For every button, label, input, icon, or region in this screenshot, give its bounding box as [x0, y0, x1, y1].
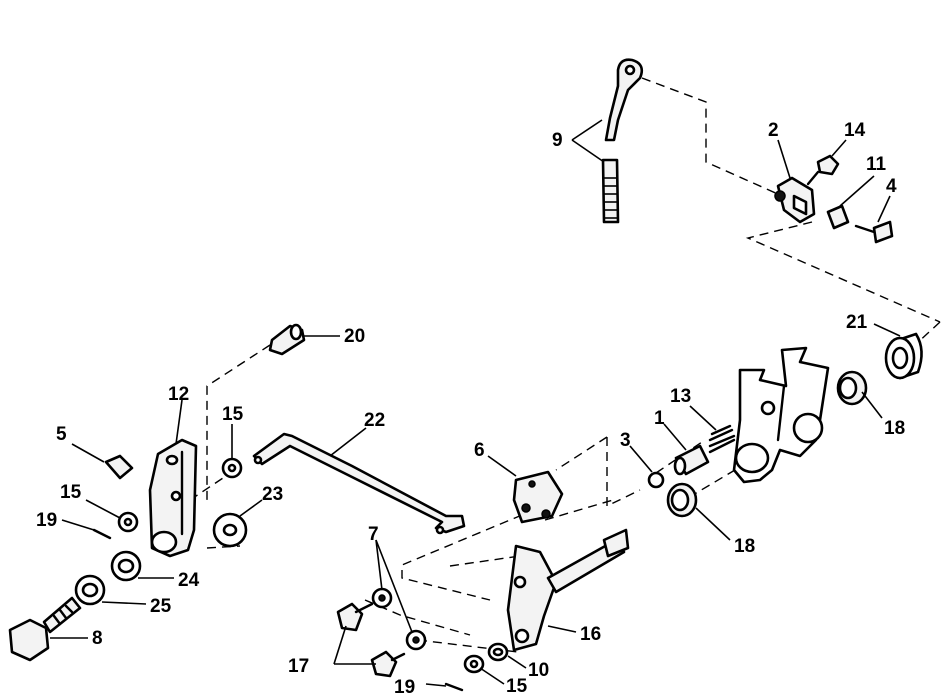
callout-15-bottom: 15 — [506, 676, 528, 695]
callout-22: 22 — [364, 410, 385, 431]
callout-17: 17 — [288, 656, 309, 677]
spring-part-13 — [708, 424, 736, 454]
washer-part-25 — [74, 574, 106, 606]
plunger-part-1 — [673, 444, 710, 476]
pin-part-19-bottom — [444, 682, 464, 692]
bolt-part-17-lower — [370, 650, 406, 678]
bracket-part-2 — [774, 176, 816, 224]
shift-lever-part-16 — [506, 528, 630, 652]
washer-part-10 — [487, 642, 509, 662]
callout-9: 9 — [552, 130, 563, 151]
callout-20: 20 — [344, 326, 365, 347]
washer-part-15-upper — [221, 457, 243, 479]
bushing-part-18-lower — [666, 482, 698, 518]
callout-6: 6 — [474, 440, 485, 461]
callout-23: 23 — [262, 484, 283, 505]
callout-15-left: 15 — [60, 482, 82, 503]
shift-rod-part-22 — [252, 432, 466, 535]
pin-part-20 — [268, 323, 306, 356]
callout-11: 11 — [866, 154, 887, 175]
screw-part-14 — [806, 154, 840, 186]
pin-part-19-left — [92, 528, 112, 540]
washer-part-15-bottom — [463, 654, 485, 674]
leader-lines — [50, 119, 901, 687]
callout-19-bottom: 19 — [394, 677, 415, 695]
lever-part-12 — [148, 438, 198, 558]
assembly-guide-lines — [189, 77, 941, 653]
callout-13: 13 — [670, 386, 691, 407]
callout-7: 7 — [368, 524, 379, 545]
callout-1: 1 — [654, 408, 665, 429]
callout-3: 3 — [620, 430, 631, 451]
bushing-part-21 — [884, 332, 923, 380]
ball-part-3 — [647, 471, 665, 489]
callout-25: 25 — [150, 596, 172, 617]
clip-part-11 — [826, 204, 850, 230]
callout-21: 21 — [846, 312, 868, 333]
callout-18-upper: 18 — [884, 418, 905, 439]
callout-12: 12 — [168, 384, 189, 405]
callout-4: 4 — [886, 176, 897, 197]
cam-block-part-6 — [512, 470, 564, 524]
washer-part-15-left — [117, 511, 139, 533]
washer-part-7-upper — [371, 587, 393, 609]
washer-part-24 — [110, 550, 142, 582]
washer-part-23 — [212, 512, 248, 548]
callout-18-lower: 18 — [734, 536, 755, 557]
callout-labels: 9 2 14 11 4 21 18 13 1 3 6 18 16 10 15 1… — [36, 120, 905, 695]
callout-16: 16 — [580, 624, 601, 645]
clip-part-5 — [104, 454, 134, 480]
washer-part-7-lower — [405, 629, 427, 651]
bolt-part-8 — [8, 596, 82, 662]
callout-24: 24 — [178, 570, 200, 591]
bolt-part-17-upper — [336, 602, 374, 632]
bolt-part-4 — [854, 220, 894, 244]
callout-10: 10 — [528, 660, 549, 681]
callout-15-upper: 15 — [222, 404, 244, 425]
engine-block — [732, 346, 830, 484]
callout-14: 14 — [844, 120, 866, 141]
rod-part-9 — [601, 58, 644, 224]
callout-2: 2 — [768, 120, 779, 141]
callout-8: 8 — [92, 628, 103, 649]
bushing-part-18-upper — [836, 370, 868, 406]
callout-5: 5 — [56, 424, 67, 445]
callout-19-left: 19 — [36, 510, 57, 531]
